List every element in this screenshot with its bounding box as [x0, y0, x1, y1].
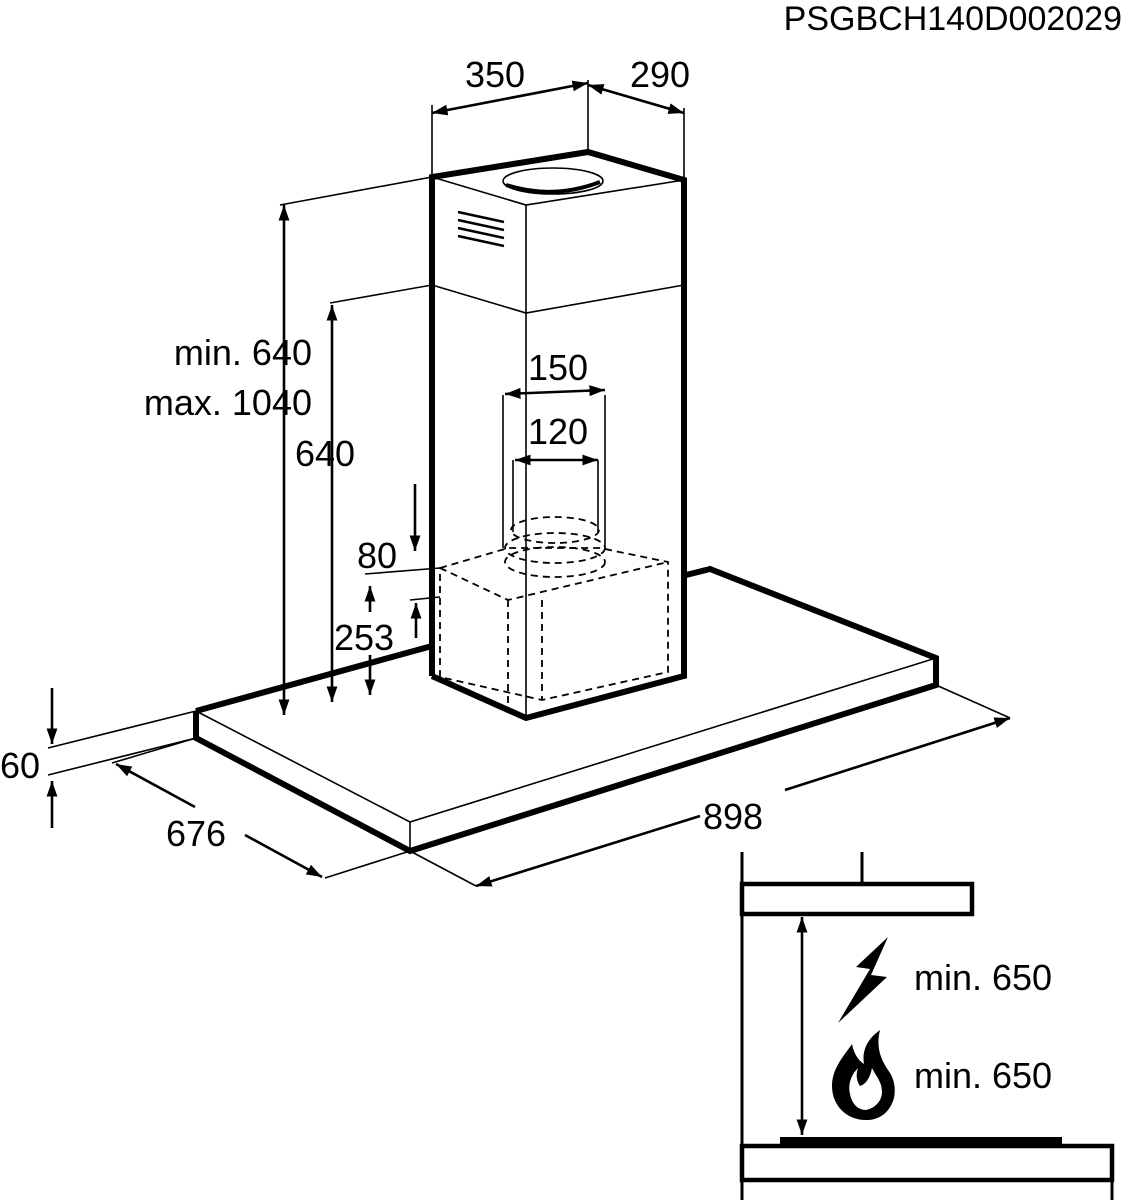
label-canopy-thickness: 60 — [0, 745, 40, 786]
vent-grille-icon — [457, 210, 505, 248]
label-chimney-depth: 290 — [630, 54, 690, 95]
label-clearance-gas: min. 650 — [914, 1055, 1052, 1096]
label-canopy-width: 898 — [703, 796, 763, 837]
inset-worktop — [739, 1143, 1115, 1183]
lightning-icon — [838, 937, 888, 1023]
dim-chimney-top — [431, 80, 685, 180]
clearance-inset — [739, 852, 1115, 1200]
dim-motor-height — [364, 567, 441, 695]
flame-icon — [832, 1030, 895, 1120]
label-outlet-outer: 150 — [528, 347, 588, 388]
inset-hob — [780, 1137, 1062, 1146]
dim-canopy-depth — [111, 737, 411, 879]
dim-total-height — [278, 176, 433, 715]
outlet-hole — [502, 167, 604, 195]
inset-hood — [739, 881, 975, 917]
label-motor-offset: 80 — [357, 535, 397, 576]
dim-canopy-thickness — [46, 688, 197, 828]
label-clearance-electric: min. 650 — [914, 957, 1052, 998]
label-motor-height: 253 — [334, 617, 394, 658]
product-code: PSGBCH140D002029 — [784, 0, 1122, 38]
label-outlet-inner: 120 — [528, 411, 588, 452]
label-chimney-width: 350 — [465, 54, 525, 95]
dim-chimney-height — [326, 284, 433, 702]
label-height-max: max. 1040 — [144, 382, 312, 423]
label-height-min: min. 640 — [174, 332, 312, 373]
hidden-motor-unit — [439, 395, 669, 705]
dim-canopy-width — [409, 684, 1011, 888]
dim-outlet — [504, 385, 606, 466]
label-canopy-depth: 676 — [166, 813, 226, 854]
label-chimney-height: 640 — [295, 433, 355, 474]
